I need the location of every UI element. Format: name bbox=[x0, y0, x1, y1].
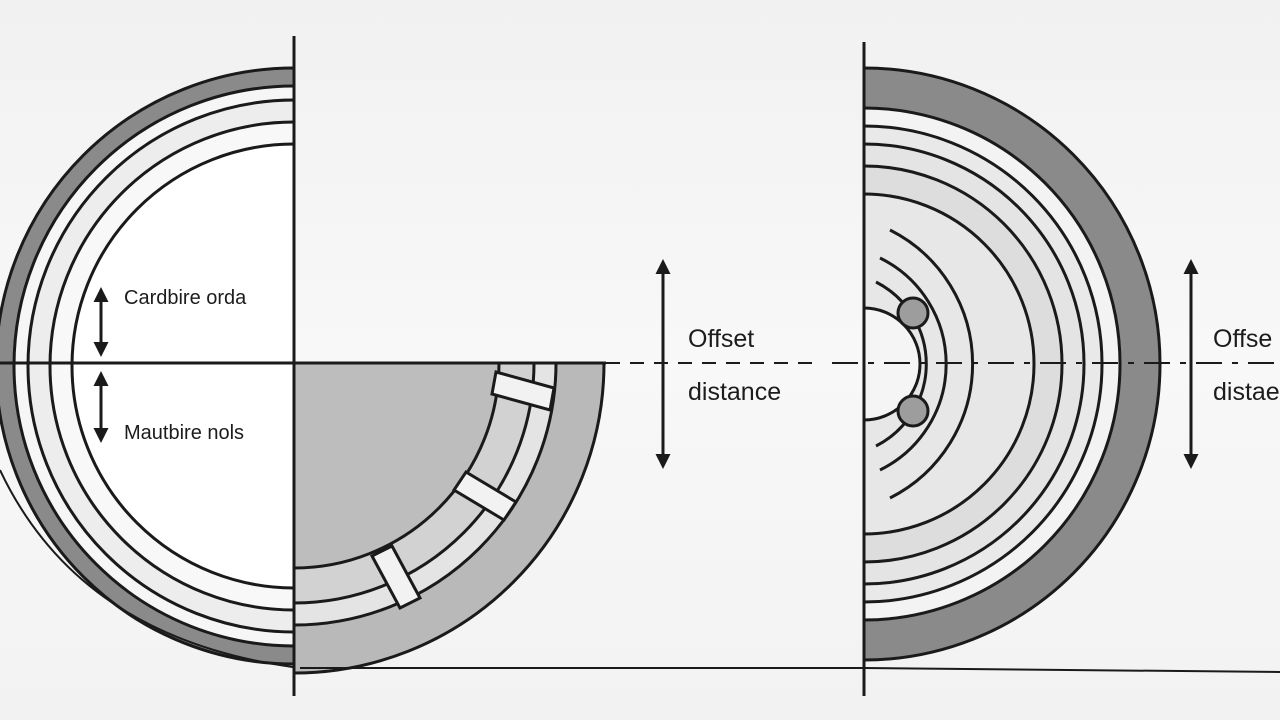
dimension-arrows bbox=[93, 259, 1199, 469]
label-right-offset-line1: Offse bbox=[1213, 325, 1272, 353]
construction-lines bbox=[0, 36, 1280, 696]
slot-2 bbox=[451, 469, 519, 523]
label-right-offset-line2: distae bbox=[1213, 378, 1280, 406]
slot-3 bbox=[369, 544, 423, 610]
center-section-hub bbox=[294, 363, 501, 570]
left-wheel-half bbox=[0, 66, 294, 669]
right-wheel-half bbox=[864, 66, 1162, 662]
label-left-upper: Cardbire orda bbox=[124, 287, 247, 309]
left-wheel-rim-ring-3 bbox=[70, 142, 294, 590]
slot-1 bbox=[490, 370, 556, 412]
right-wheel-arc-3 bbox=[875, 280, 928, 448]
center-section-slots bbox=[369, 370, 556, 610]
lug-hole-lower bbox=[896, 394, 930, 428]
label-offset-distance-line2: distance bbox=[688, 378, 781, 406]
label-left-lower: Mautbire nols bbox=[124, 422, 244, 444]
center-section-quarter bbox=[294, 363, 606, 675]
label-offset-distance-line1: Offset bbox=[688, 325, 754, 353]
lug-hole-upper bbox=[896, 296, 930, 330]
left-wheel-outer-sweep bbox=[0, 469, 294, 669]
ground-line-right bbox=[863, 667, 1280, 673]
